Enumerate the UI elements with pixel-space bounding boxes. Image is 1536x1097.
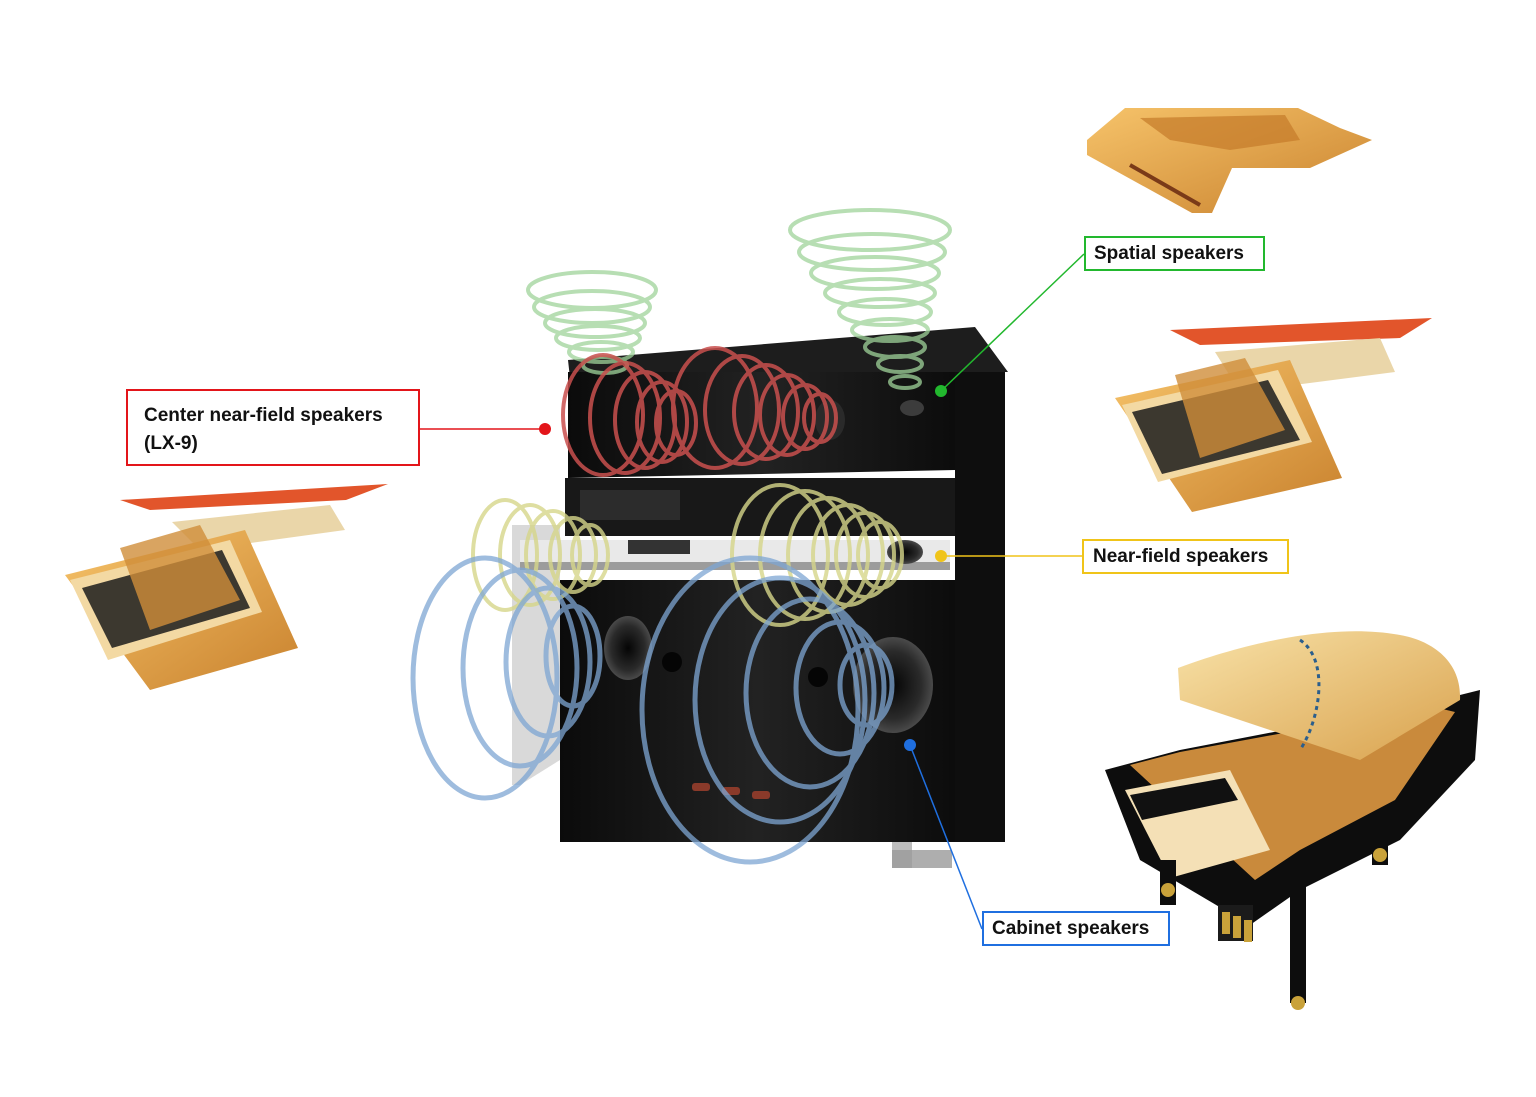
piano-action-left <box>65 484 388 690</box>
center-waves <box>561 346 838 477</box>
bass-port-2 <box>808 667 828 687</box>
near-field-speaker <box>887 540 923 564</box>
leader-spatial <box>935 253 1085 397</box>
piano-frame-top-right <box>1087 108 1372 213</box>
control-panel <box>628 540 690 554</box>
center-label-line1: Center near-field speakers <box>144 405 383 426</box>
spatial-waves <box>526 208 952 390</box>
near-field-label-text: Near-field speakers <box>1093 546 1269 567</box>
pedal-1 <box>692 783 710 791</box>
grand-piano <box>1105 631 1480 1010</box>
right-side-panel <box>955 372 1005 842</box>
spatial-speakers-label: Spatial speakers <box>1084 236 1265 271</box>
center-label-line2: (LX-9) <box>144 433 198 454</box>
cabinet-woofer-left <box>604 616 652 680</box>
center-near-field-speakers-label: Center near-field speakers (LX-9) <box>126 389 420 466</box>
spatial-speaker <box>900 400 924 416</box>
leader-cabinet <box>904 739 983 930</box>
piano-action-right <box>1115 318 1432 512</box>
bass-port-1 <box>662 652 682 672</box>
key-slip <box>520 562 950 570</box>
spatial-label-text: Spatial speakers <box>1094 243 1244 264</box>
music-rest-highlight <box>580 490 680 520</box>
near-field-speakers-label: Near-field speakers <box>1082 539 1289 574</box>
leader-near-field <box>935 550 1082 562</box>
center-speaker <box>815 400 845 440</box>
pedal-3 <box>752 791 770 799</box>
near-field-waves <box>471 483 904 627</box>
right-foot <box>892 850 952 868</box>
cabinet-label-text: Cabinet speakers <box>992 918 1150 939</box>
leader-center <box>420 423 551 435</box>
cabinet-speakers-label: Cabinet speakers <box>982 911 1170 946</box>
cabinet-waves <box>410 555 895 865</box>
